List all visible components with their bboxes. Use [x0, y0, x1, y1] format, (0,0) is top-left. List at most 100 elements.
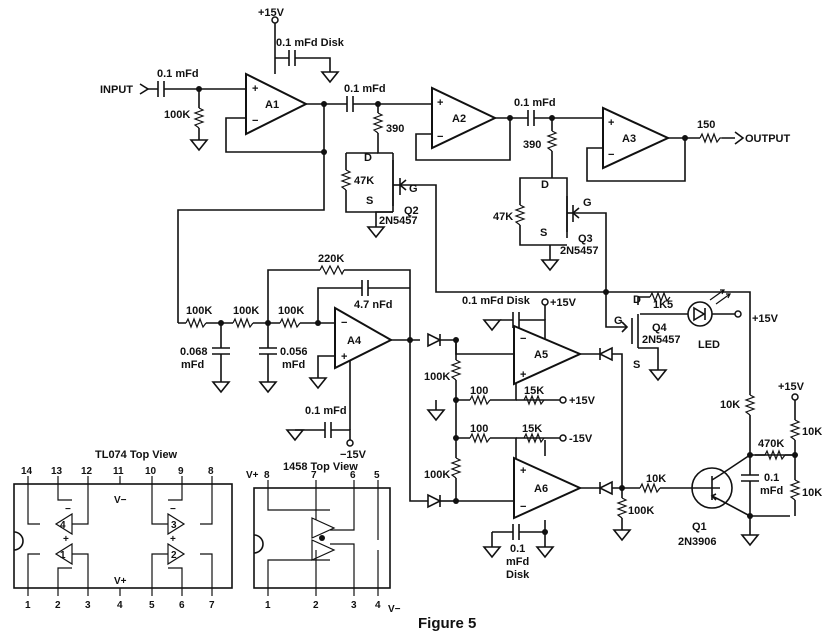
ground-a6-supply [482, 546, 502, 559]
bjt-q1 [691, 467, 733, 509]
svg-text:D: D [364, 152, 372, 164]
svg-text:100K: 100K [186, 305, 212, 317]
svg-text:10K: 10K [646, 473, 666, 485]
ground-c068 [211, 381, 231, 394]
svg-text:100K: 100K [233, 305, 259, 317]
op-amp-a1: + − A1 [245, 72, 309, 136]
svg-text:0.056: 0.056 [280, 346, 308, 358]
ground-c056 [258, 381, 278, 394]
svg-text:S: S [540, 227, 547, 239]
svg-text:A4: A4 [347, 335, 362, 347]
resistors [185, 107, 801, 519]
svg-text:0.1 mFd: 0.1 mFd [344, 83, 386, 95]
svg-text:0.1: 0.1 [764, 472, 779, 484]
svg-text:8: 8 [208, 466, 214, 477]
svg-text:2N3906: 2N3906 [678, 536, 717, 548]
svg-text:A1: A1 [265, 99, 279, 111]
svg-text:+15V: +15V [550, 297, 577, 309]
svg-text:5: 5 [149, 600, 155, 611]
svg-text:+15V: +15V [752, 313, 779, 325]
svg-text:1: 1 [25, 600, 31, 611]
svg-text:0.068: 0.068 [180, 346, 208, 358]
svg-text:390: 390 [523, 139, 541, 151]
svg-text:−: − [65, 504, 71, 515]
svg-text:6: 6 [179, 600, 185, 611]
op-amp-a3: + − A3 [602, 106, 671, 170]
svg-text:10: 10 [145, 466, 157, 477]
supply-terminals [271, 16, 799, 447]
resistor-390-q3 [546, 130, 558, 152]
input-label: INPUT [100, 84, 133, 96]
capacitors [212, 347, 759, 490]
diode-a4-out [427, 332, 442, 348]
svg-text:−15V: −15V [340, 449, 367, 461]
wires [148, 22, 796, 547]
resistor-100-a6 [469, 432, 491, 444]
svg-text:10K: 10K [802, 487, 822, 499]
ground-symbols [189, 71, 760, 559]
svg-text:390: 390 [386, 123, 404, 135]
resistor-470k [764, 449, 786, 461]
svg-text:100K: 100K [628, 505, 654, 517]
svg-text:7: 7 [311, 470, 317, 481]
svg-text:V−: V− [114, 495, 127, 506]
svg-text:15K: 15K [524, 385, 544, 397]
resistor-10k-bottom [789, 479, 801, 501]
svg-text:0.1 mFd: 0.1 mFd [514, 97, 556, 109]
diode-a6-out [598, 480, 613, 496]
svg-text:+15V: +15V [569, 395, 596, 407]
svg-text:A2: A2 [452, 113, 466, 125]
svg-text:2N5457: 2N5457 [560, 245, 599, 257]
capacitor-q1 [741, 474, 759, 490]
svg-text:mFd: mFd [760, 485, 783, 497]
resistor-100k-3 [279, 317, 301, 329]
labels: INPUT OUTPUT +15V 0.1 mFd Disk 0.1 mFd 1… [100, 7, 822, 581]
op-amp-a2: + − A2 [431, 86, 498, 150]
op-amp-a4: − + A4 [334, 306, 394, 370]
diode-a5-out [598, 346, 613, 362]
svg-text:S: S [366, 195, 373, 207]
ground-a4 [308, 377, 328, 390]
svg-text:10K: 10K [720, 399, 740, 411]
svg-text:+: + [520, 465, 526, 477]
fet-q3 [566, 196, 580, 232]
svg-text:2N5457: 2N5457 [379, 215, 418, 227]
ground-out [612, 529, 632, 542]
svg-text:−: − [608, 149, 614, 161]
resistor-100k-a5 [450, 359, 462, 381]
svg-text:Q3: Q3 [578, 233, 593, 245]
op-amp-a5: − + A5 [513, 324, 583, 386]
tl074-title: TL074 Top View [95, 449, 178, 461]
resistor-100k-2 [232, 317, 254, 329]
svg-text:−: − [520, 501, 526, 513]
svg-text:−: − [341, 317, 347, 329]
ground-q1 [740, 534, 760, 547]
svg-text:12: 12 [81, 466, 93, 477]
ground-a1 [320, 71, 340, 84]
svg-text:47K: 47K [493, 211, 513, 223]
svg-text:A3: A3 [622, 133, 636, 145]
svg-text:150: 150 [697, 119, 715, 131]
svg-text:10K: 10K [802, 426, 822, 438]
svg-text:470K: 470K [758, 438, 784, 450]
svg-text:−: − [252, 115, 258, 127]
resistor-47k-q2 [340, 169, 352, 191]
lm1458-pinout: 1458 Top View V+ 8 7 6 5 1 2 3 4 V− [246, 461, 401, 615]
svg-text:100K: 100K [424, 371, 450, 383]
svg-text:4.7 nFd: 4.7 nFd [354, 299, 393, 311]
svg-text:+: + [170, 534, 176, 545]
ground-a4-supply [285, 429, 305, 442]
diode-a6-in [427, 493, 442, 509]
resistor-1k5 [649, 291, 671, 303]
svg-text:+: + [608, 117, 614, 129]
svg-text:Q1: Q1 [692, 521, 707, 533]
svg-text:+: + [252, 83, 258, 95]
svg-text:Q2: Q2 [404, 205, 419, 217]
svg-text:100: 100 [470, 385, 488, 397]
svg-text:1: 1 [60, 550, 66, 561]
resistor-10k-top [789, 419, 801, 441]
capacitor-068 [212, 347, 230, 362]
svg-text:+: + [520, 369, 526, 381]
svg-text:2N5457: 2N5457 [642, 334, 681, 346]
svg-text:−: − [520, 333, 526, 345]
